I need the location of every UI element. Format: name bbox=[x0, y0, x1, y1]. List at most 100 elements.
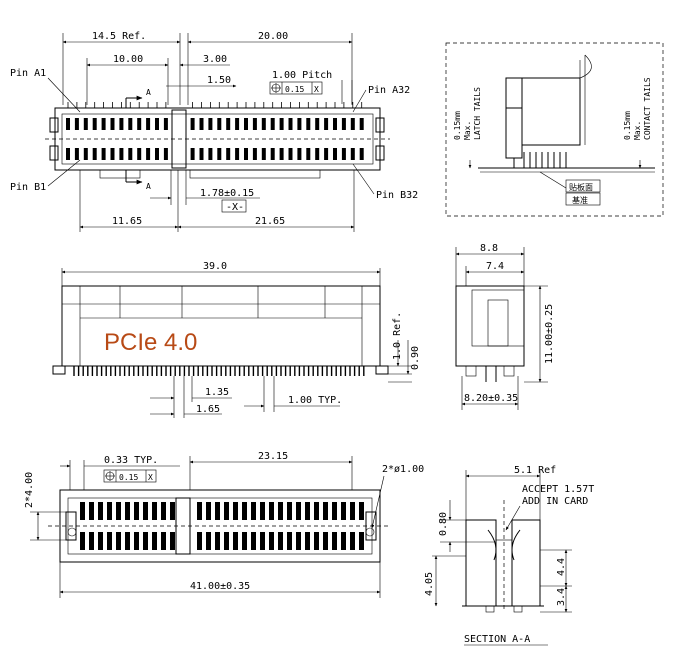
bottom-pin-b bbox=[170, 532, 175, 550]
bottom-pin-b bbox=[197, 532, 202, 550]
bottom-view-pins bbox=[80, 502, 364, 550]
top-pin-a bbox=[226, 118, 231, 130]
bottom-pin-b bbox=[323, 532, 328, 550]
right-post-top bbox=[375, 117, 385, 133]
tolerance-datum-top: X bbox=[314, 85, 319, 94]
top-pin-b bbox=[235, 148, 240, 160]
bottom-view: 0.33 TYP. 0.15 X 23.15 2*4.00 2*ø1.00 41… bbox=[24, 451, 424, 598]
top-pin-b bbox=[199, 148, 204, 160]
top-pin-b bbox=[306, 148, 311, 160]
pin-b1-label: Pin B1 bbox=[10, 182, 46, 193]
cn-label-2: 基准 bbox=[572, 195, 588, 205]
bottom-pin-b bbox=[233, 532, 238, 550]
top-pin-b bbox=[217, 148, 222, 160]
bottom-pin-b bbox=[116, 532, 121, 550]
bottom-pin-b bbox=[89, 532, 94, 550]
left-post-bottom bbox=[49, 145, 59, 161]
bottom-pin-b bbox=[242, 532, 247, 550]
pin-b1-leader bbox=[47, 159, 81, 187]
accept-note-1: ACCEPT 1.57T bbox=[522, 484, 594, 495]
dim-4-4: 4.4 bbox=[556, 558, 567, 576]
top-pin-b bbox=[155, 148, 159, 160]
bottom-pin-b bbox=[350, 532, 355, 550]
bottom-pin-b bbox=[269, 532, 274, 550]
bottom-pin-a bbox=[143, 502, 148, 520]
pin-b32-leader bbox=[352, 163, 375, 195]
accept-note-2: ADD IN CARD bbox=[522, 496, 588, 507]
bottom-pin-b bbox=[332, 532, 337, 550]
top-pin-b bbox=[128, 148, 133, 160]
bottom-pin-b bbox=[161, 532, 166, 550]
tolerance-value-bottom: 0.15 bbox=[119, 473, 138, 482]
section-left-wall bbox=[465, 519, 497, 607]
contact-note-2: Max. bbox=[633, 121, 642, 140]
section-title: SECTION A-A bbox=[464, 634, 530, 645]
bottom-pin-a bbox=[98, 502, 103, 520]
top-pin-a bbox=[315, 118, 320, 130]
bottom-pin-b bbox=[251, 532, 256, 550]
bottom-pin-a bbox=[242, 502, 247, 520]
bottom-pin-b bbox=[224, 532, 229, 550]
dim-10-00: 10.00 bbox=[113, 54, 143, 65]
bottom-pin-a bbox=[161, 502, 166, 520]
bottom-pin-a bbox=[260, 502, 265, 520]
top-pin-b bbox=[261, 148, 266, 160]
top-pin-a bbox=[252, 118, 257, 130]
front-view: PCIe 4.0 39.0 1.0 Ref. 0.90 1.35 1.65 1.… bbox=[52, 261, 421, 418]
bottom-pin-b bbox=[359, 532, 364, 550]
latch-note-1: 0.15mm bbox=[453, 111, 462, 140]
bottom-pin-a bbox=[269, 502, 274, 520]
bottom-pin-b bbox=[296, 532, 301, 550]
top-pin-a bbox=[74, 118, 79, 130]
section-right-wall bbox=[511, 519, 541, 607]
top-pin-a bbox=[146, 118, 151, 130]
contact-note-3: CONTACT TAILS bbox=[643, 77, 652, 140]
bottom-pin-a bbox=[323, 502, 328, 520]
top-pin-a bbox=[333, 118, 337, 130]
bottom-pin-a bbox=[80, 502, 85, 520]
bottom-pin-b bbox=[341, 532, 346, 550]
cn-label-1: 贴板面 bbox=[569, 182, 593, 192]
bottom-pin-a bbox=[89, 502, 94, 520]
top-pin-b bbox=[137, 148, 142, 160]
top-pin-b bbox=[119, 148, 124, 160]
top-pin-b bbox=[74, 148, 79, 160]
bottom-pin-a bbox=[107, 502, 112, 520]
bottom-pin-a bbox=[332, 502, 337, 520]
top-pin-b bbox=[110, 148, 115, 160]
top-pin-a bbox=[128, 118, 133, 130]
side-view: 8.8 7.4 11.00±0.25 8.20±0.35 bbox=[455, 243, 555, 410]
top-pin-b bbox=[190, 148, 195, 160]
top-pin-a bbox=[279, 118, 284, 130]
bottom-pin-a bbox=[134, 502, 139, 520]
pin-a32-label: Pin A32 bbox=[368, 85, 410, 96]
bottom-pin-b bbox=[314, 532, 319, 550]
bottom-pin-a bbox=[341, 502, 346, 520]
dim-3-00: 3.00 bbox=[203, 54, 227, 65]
top-pin-b bbox=[92, 148, 97, 160]
bottom-pin-b bbox=[134, 532, 139, 550]
top-pin-a bbox=[261, 118, 266, 130]
top-view-tab-2 bbox=[189, 169, 321, 179]
latch-note-3: LATCH TAILS bbox=[473, 87, 482, 140]
bottom-pin-a bbox=[287, 502, 292, 520]
datum-x-frame bbox=[221, 199, 247, 213]
pitch-label: 1.00 Pitch bbox=[272, 70, 332, 81]
detail-frame bbox=[445, 42, 664, 217]
bottom-pin-a bbox=[251, 502, 256, 520]
bottom-pin-b bbox=[278, 532, 283, 550]
top-pin-a bbox=[66, 118, 70, 130]
top-pin-a bbox=[92, 118, 97, 130]
bottom-pin-a bbox=[350, 502, 355, 520]
top-pin-a bbox=[83, 118, 88, 130]
top-pin-a bbox=[359, 118, 364, 130]
top-pin-a bbox=[288, 118, 293, 130]
top-pin-a bbox=[324, 118, 329, 130]
pin-a1-label: Pin A1 bbox=[10, 68, 46, 79]
dim-8-20: 8.20±0.35 bbox=[464, 393, 518, 404]
bottom-pin-a bbox=[296, 502, 301, 520]
tolerance-value-top: 0.15 bbox=[285, 85, 304, 94]
tolerance-frame-top: 0.15 X bbox=[269, 81, 323, 95]
top-pin-b bbox=[350, 148, 355, 160]
